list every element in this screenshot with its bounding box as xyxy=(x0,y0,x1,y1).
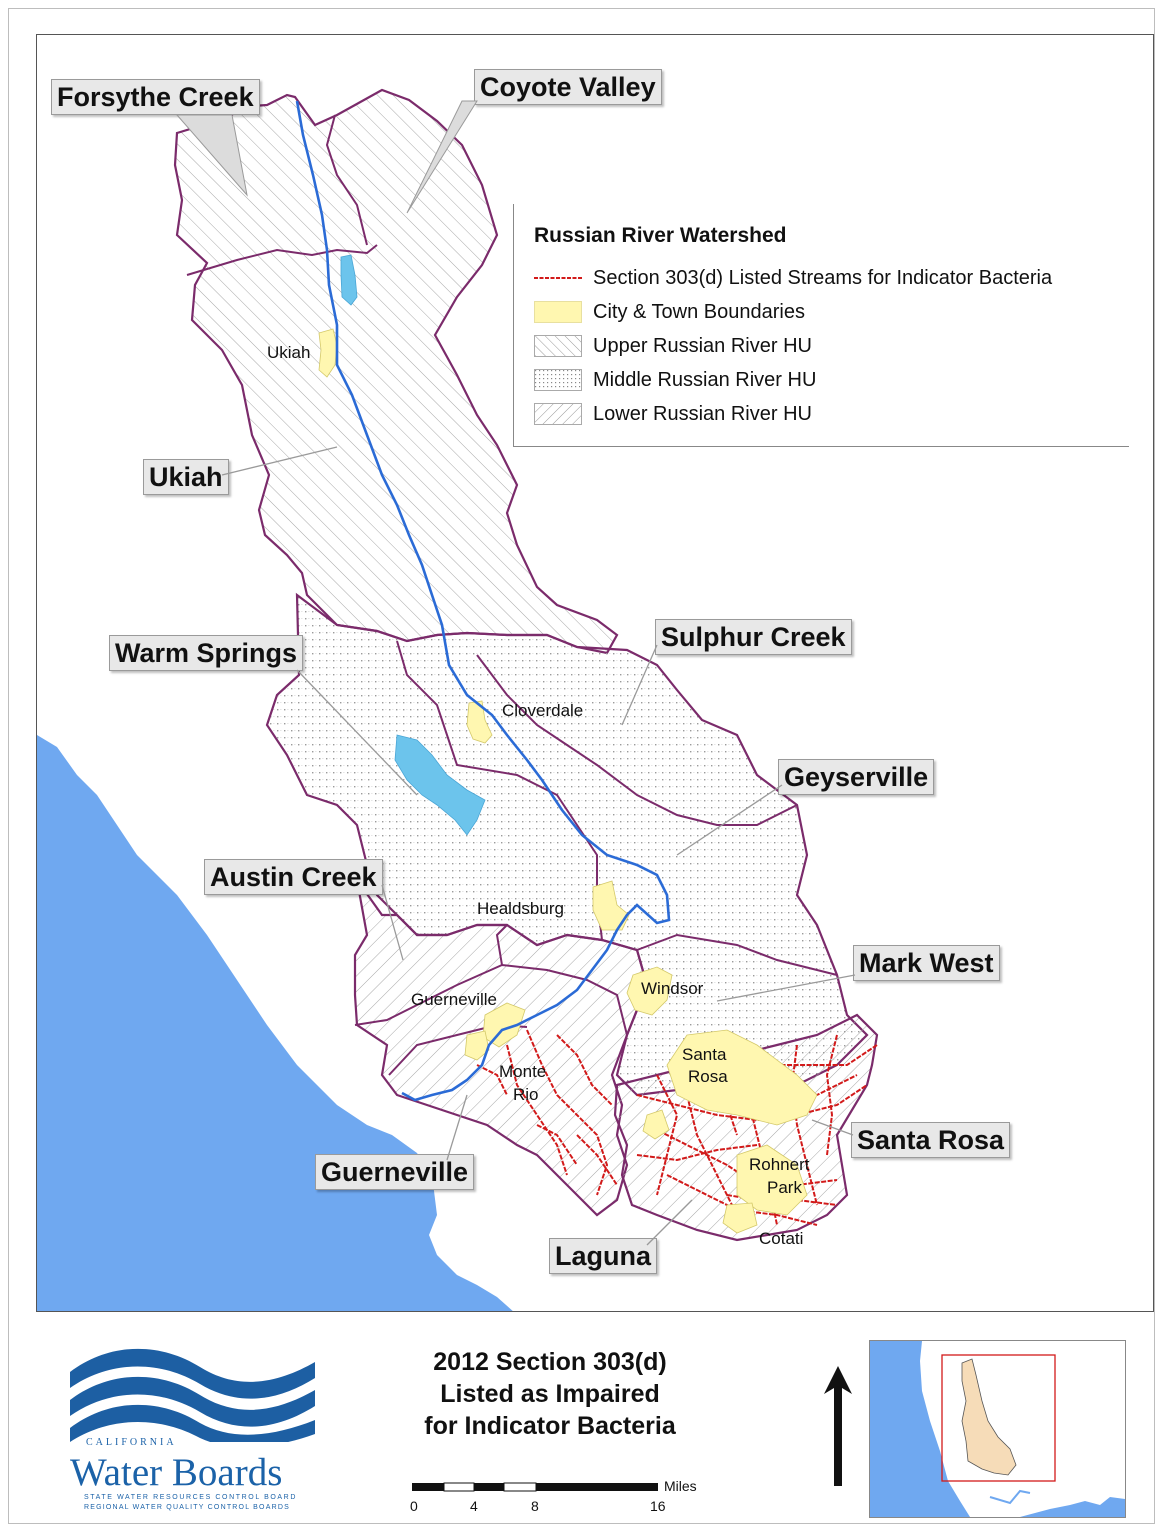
wave-logo-icon xyxy=(70,1348,315,1442)
city-windsor xyxy=(626,966,673,1016)
dot-grid-icon xyxy=(534,369,582,391)
city-sebastopol xyxy=(642,1109,670,1140)
city-santa-rosa xyxy=(666,1029,818,1126)
forward-slash-hatch-icon xyxy=(534,403,582,425)
callout-warm-springs: Warm Springs xyxy=(109,635,304,671)
lake-mendocino xyxy=(340,254,358,306)
town-rohnert-park-2: Park xyxy=(767,1178,802,1197)
legend-item-upper-hu: Upper Russian River HU xyxy=(534,332,812,360)
lakes xyxy=(340,254,486,836)
town-monte-rio-2: Rio xyxy=(513,1085,539,1104)
logo-sub-2: REGIONAL WATER QUALITY CONTROL BOARDS xyxy=(84,1504,290,1511)
town-rohnert-park-1: Rohnert xyxy=(749,1155,810,1174)
city-healdsburg xyxy=(592,880,630,931)
town-windsor: Windsor xyxy=(641,979,704,998)
backslash-hatch-icon xyxy=(534,335,582,357)
legend-title: Russian River Watershed xyxy=(534,224,787,247)
logo-main-text: Water Boards xyxy=(70,1451,283,1494)
town-ukiah: Ukiah xyxy=(267,343,311,362)
callout-coyote-valley: Coyote Valley xyxy=(474,69,662,105)
locator-map-icon xyxy=(870,1341,1125,1517)
town-cotati: Cotati xyxy=(759,1229,804,1248)
city-monte-rio xyxy=(464,1030,490,1061)
scale-tick-16: 16 xyxy=(650,1498,666,1514)
callout-laguna: Laguna xyxy=(549,1238,658,1274)
town-monte-rio-1: Monte xyxy=(499,1062,547,1081)
logo-sub-1: STATE WATER RESOURCES CONTROL BOARD xyxy=(84,1494,297,1501)
scale-tick-8: 8 xyxy=(531,1498,539,1514)
legend-item-middle-hu: Middle Russian River HU xyxy=(534,366,816,394)
legend: Russian River Watershed Section 303(d) L… xyxy=(513,204,1129,447)
upper-russian-river-hu xyxy=(173,88,619,655)
scale-bar xyxy=(412,1482,658,1492)
city-cloverdale xyxy=(466,700,493,744)
north-arrow-icon xyxy=(824,1366,852,1486)
town-santa-rosa-1: Santa xyxy=(682,1045,727,1064)
listed-streams xyxy=(476,1029,878,1226)
scale-tick-4: 4 xyxy=(470,1498,478,1514)
legend-item-city-boundaries: City & Town Boundaries xyxy=(534,298,805,326)
map-title: 2012 Section 303(d) Listed as Impaired f… xyxy=(424,1348,676,1440)
callout-guerneville-hu: Guerneville xyxy=(315,1154,475,1190)
town-guerneville: Guerneville xyxy=(411,990,497,1009)
callout-austin-creek: Austin Creek xyxy=(204,859,383,895)
callout-santa-rosa: Santa Rosa xyxy=(851,1122,1011,1158)
legend-item-lower-hu: Lower Russian River HU xyxy=(534,400,812,428)
red-dashed-line-icon xyxy=(534,277,582,279)
callout-sulphur-creek: Sulphur Creek xyxy=(655,619,852,655)
logo-california: CALIFORNIA xyxy=(86,1437,177,1448)
town-healdsburg: Healdsburg xyxy=(477,899,564,918)
town-cloverdale: Cloverdale xyxy=(502,701,584,720)
legend-item-listed-streams: Section 303(d) Listed Streams for Indica… xyxy=(534,264,1052,292)
inset-locator-map xyxy=(869,1340,1126,1518)
callout-ukiah-hu: Ukiah xyxy=(143,459,229,495)
callout-mark-west: Mark West xyxy=(853,945,1000,981)
city-cotati xyxy=(722,1202,758,1234)
scale-tick-0: 0 xyxy=(410,1498,418,1514)
page-frame xyxy=(8,8,1155,1524)
callout-geyserville: Geyserville xyxy=(778,759,935,795)
russian-river xyxy=(295,100,671,1102)
callout-forsythe-creek: Forsythe Creek xyxy=(51,79,260,115)
scale-unit: Miles xyxy=(664,1478,697,1494)
city-rohnert-park xyxy=(736,1144,808,1216)
city-boundaries xyxy=(318,328,818,1234)
yellow-fill-icon xyxy=(534,301,582,323)
town-santa-rosa-2: Rosa xyxy=(688,1067,728,1086)
city-ukiah xyxy=(318,328,338,378)
